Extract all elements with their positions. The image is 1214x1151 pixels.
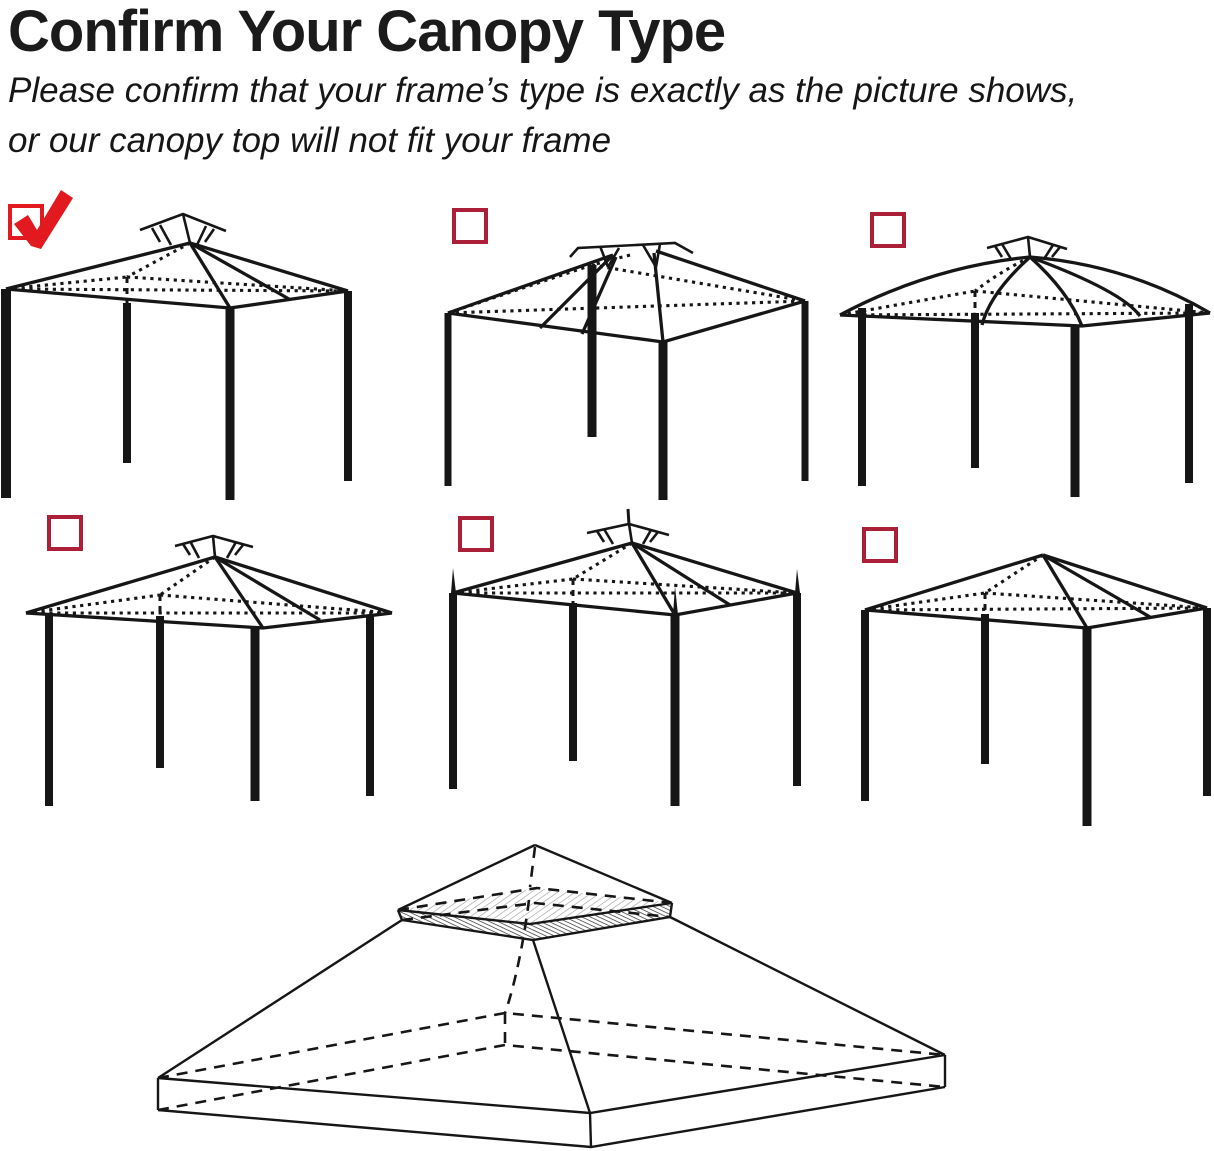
replacement-canopy-top-drawing <box>156 843 947 1149</box>
canopy-option-1-checkbox[interactable] <box>8 190 73 249</box>
canopy-option-4-checkbox[interactable] <box>47 515 83 551</box>
checkmark-icon <box>14 190 73 249</box>
subtitle: Please confirm that your frame’s type is… <box>8 66 1077 166</box>
canopy-type-6-drawing <box>861 553 1211 826</box>
canopy-option-3 <box>830 185 1214 500</box>
canopy-option-2 <box>420 185 830 500</box>
canopy-option-5-checkbox[interactable] <box>458 516 494 552</box>
canopy-type-1-drawing <box>1 212 352 500</box>
canopy-option-5 <box>420 495 840 830</box>
canopy-option-6 <box>830 495 1214 830</box>
canopy-option-4 <box>0 495 420 830</box>
canopy-option-1 <box>0 185 420 500</box>
subtitle-line-2: or our canopy top will not fit your fram… <box>8 121 612 161</box>
canopy-type-4-drawing <box>25 534 393 806</box>
canopy-type-3-drawing <box>839 235 1211 497</box>
subtitle-line-1: Please confirm that your frame’s type is… <box>8 71 1078 110</box>
page-title: Confirm Your Canopy Type <box>8 0 726 64</box>
canopy-option-3-checkbox[interactable] <box>870 212 906 248</box>
canopy-type-2-drawing <box>444 241 809 500</box>
canopy-option-2-checkbox[interactable] <box>452 208 488 244</box>
canopy-option-6-checkbox[interactable] <box>862 527 898 563</box>
canopy-type-5-drawing <box>449 508 801 806</box>
